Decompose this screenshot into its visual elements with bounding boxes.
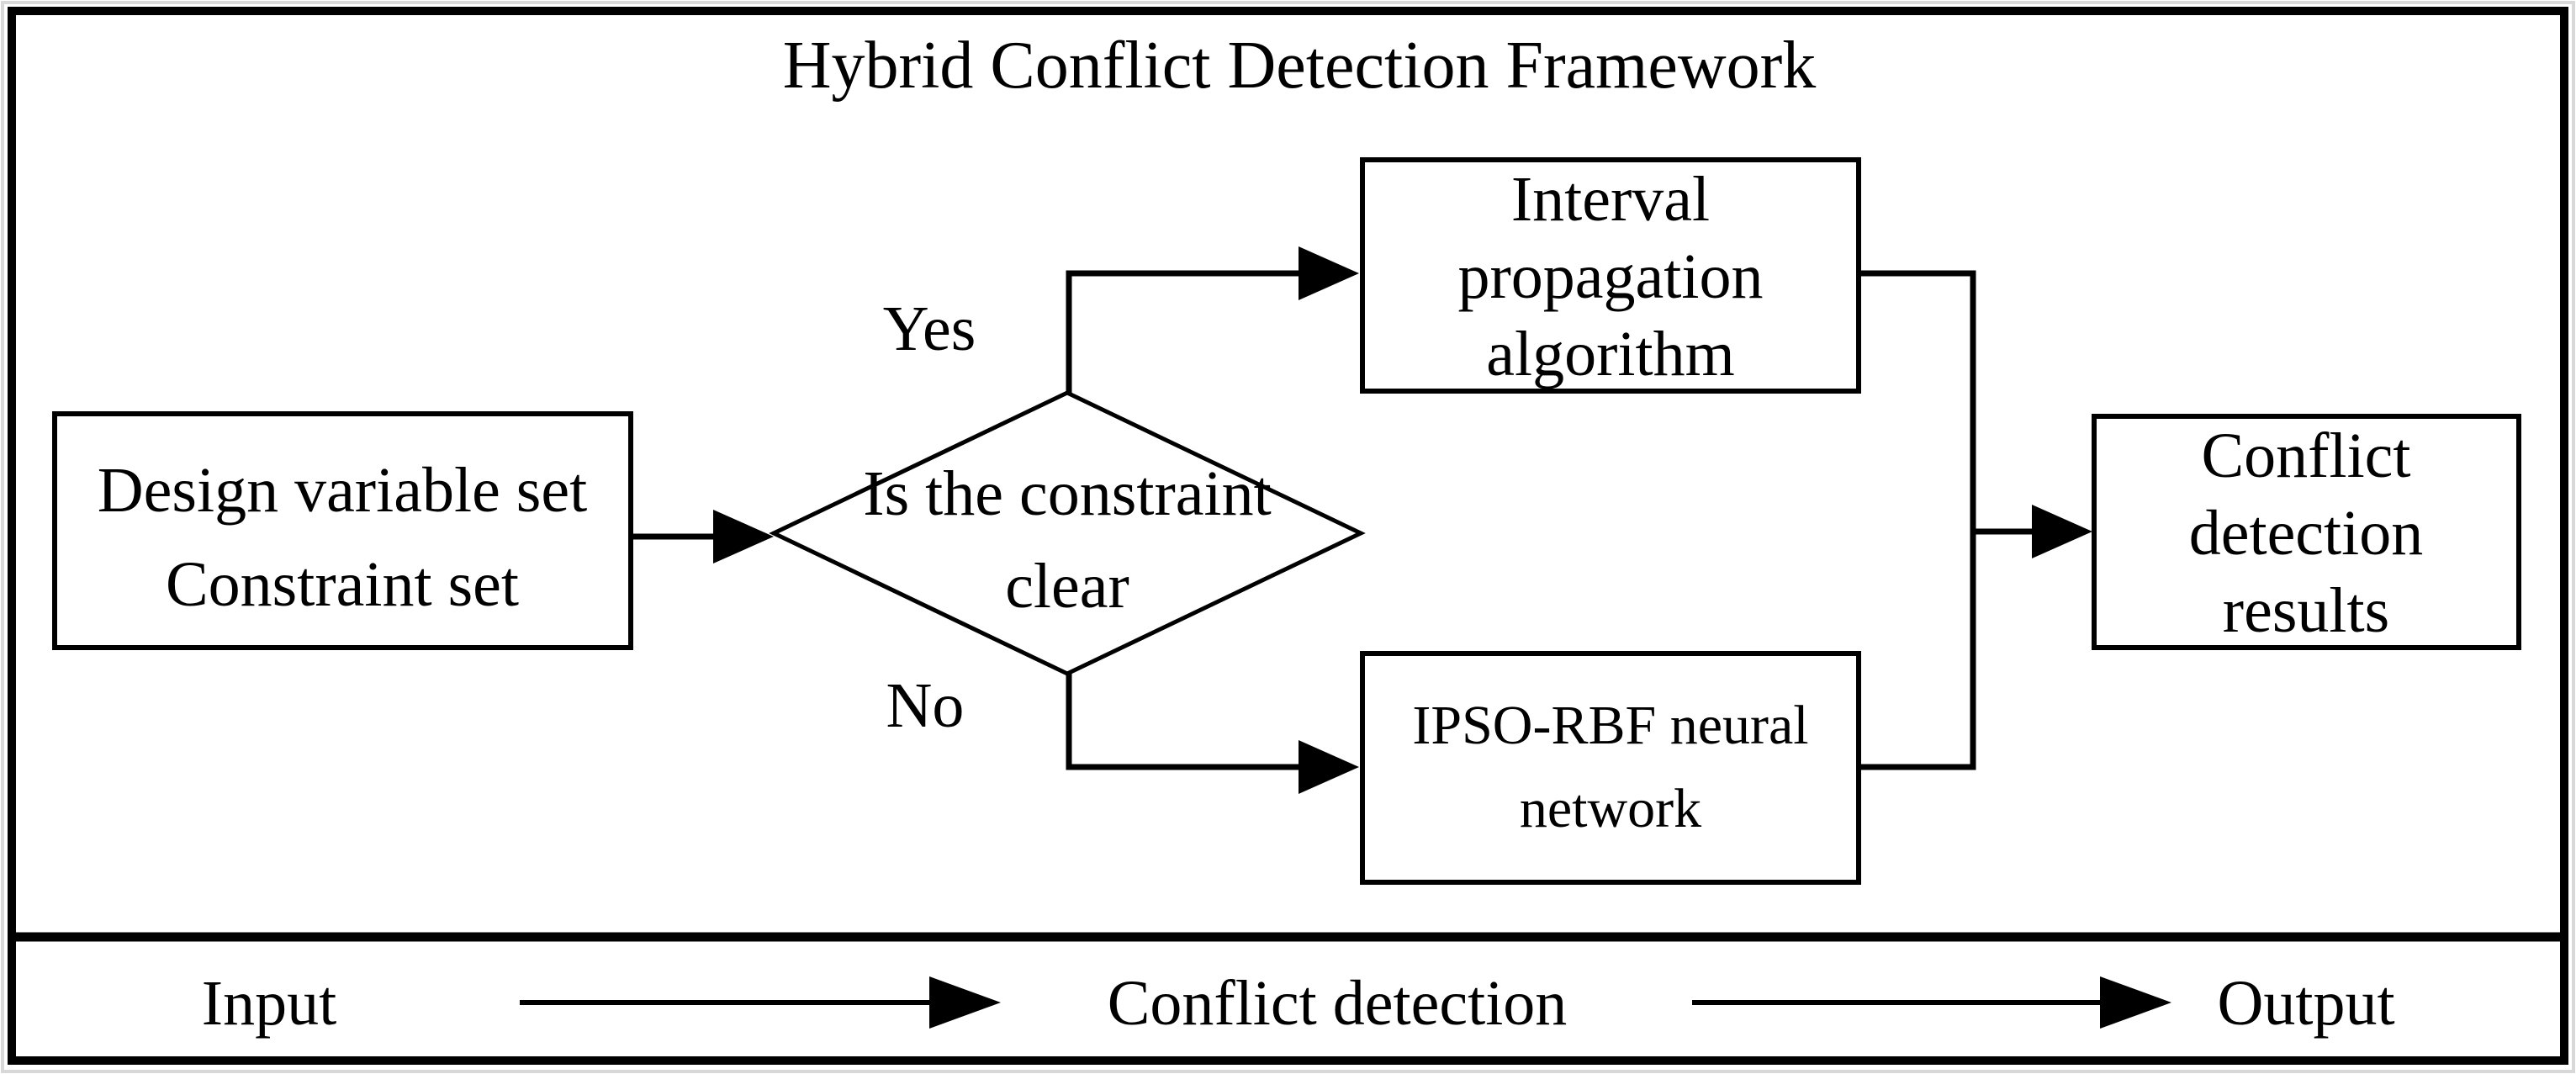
decision-line-1: Is the constraint [863,458,1271,529]
diagram-title: Hybrid Conflict Detection Framework [783,29,1817,103]
outer-border [8,7,2568,1065]
design-input-line-1: Design variable set [98,455,587,526]
edge-yes-branch [1066,270,1305,393]
arrowhead-no-branch [1299,740,1359,794]
node-design-input: Design variable set Constraint set [52,411,633,650]
interval-line-3: algorithm [1486,319,1735,389]
results-line-1: Conflict [2201,421,2410,491]
results-line-3: results [2223,575,2389,646]
arrowhead-to-results [2032,505,2092,558]
ipso-rbf-line-2: network [1520,778,1701,839]
node-results: Conflict detection results [2092,414,2521,650]
footer-output-label: Output [2217,968,2394,1039]
no-label: No [886,670,965,741]
decision-diamond-shape [769,390,1366,676]
node-ipso-rbf: IPSO-RBF neural network [1360,651,1861,885]
arrowhead-yes-branch [1299,246,1359,300]
results-box [2092,414,2521,650]
ipso-rbf-line-1: IPSO-RBF neural [1412,695,1808,756]
yes-label: Yes [883,294,976,364]
footer-input-label: Input [202,968,336,1039]
decision-line-2: clear [1005,551,1129,622]
node-interval-propagation: Interval propagation algorithm [1360,157,1861,394]
design-input-line-2: Constraint set [166,549,519,620]
edge-right-collector [1859,270,1976,770]
footer-arrow-1-head [929,976,1001,1029]
interval-line-2: propagation [1457,241,1763,312]
interval-line-1: Interval [1511,164,1710,235]
arrowhead-design-to-decision [713,510,774,563]
footer-band: Input Conflict detection Output [202,968,2395,1039]
design-input-box [52,411,633,650]
ipso-rbf-box [1360,651,1861,885]
interval-propagation-box [1360,157,1861,394]
edge-no-branch [1066,674,1305,770]
results-line-2: detection [2189,498,2424,569]
footer-stage-label: Conflict detection [1108,968,1568,1039]
node-decision: Is the constraint clear [769,390,1366,676]
footer-arrow-2-head [2100,976,2171,1029]
